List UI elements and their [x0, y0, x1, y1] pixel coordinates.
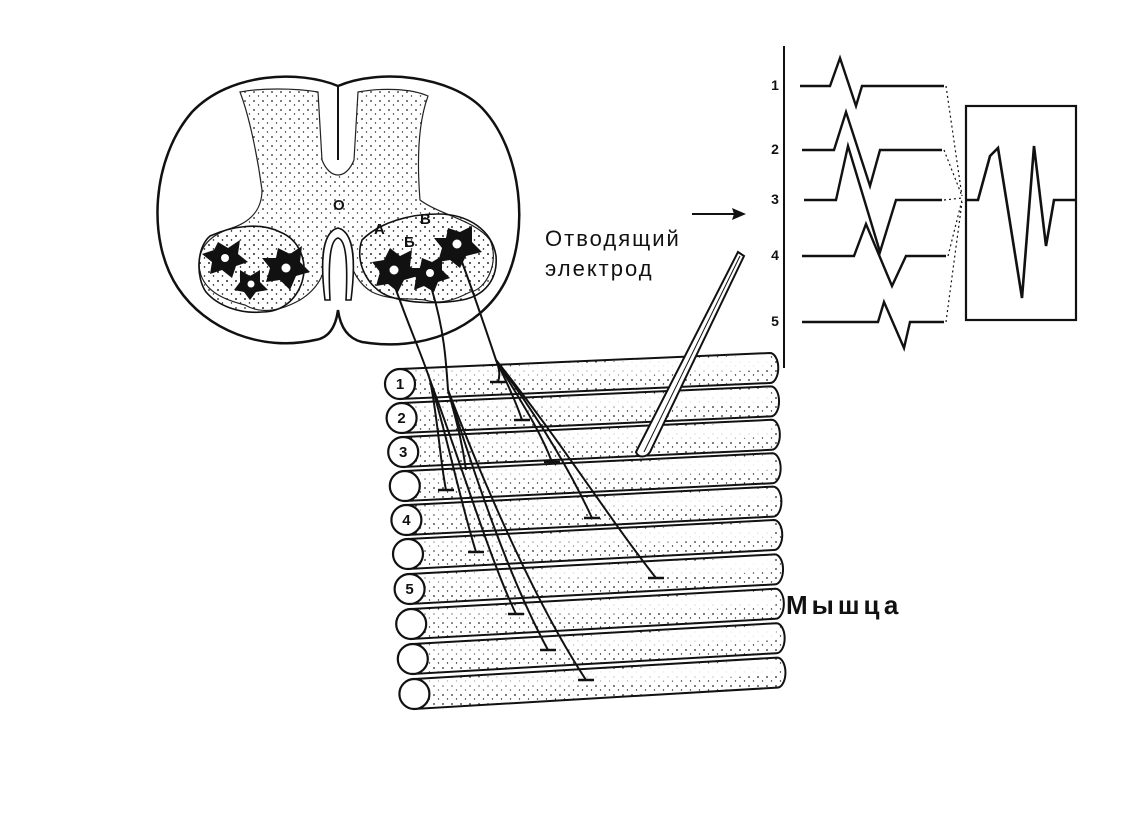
- trace-4: [802, 220, 946, 289]
- muscle-fiber-bundle: 5 4 3 2 1: [383, 351, 787, 711]
- fiber-end: [390, 503, 423, 537]
- motor-neuron-v: [434, 226, 482, 268]
- motor-neuron-left-1: [202, 240, 248, 278]
- axon-b-branch-2: [447, 389, 549, 651]
- motor-neuron-left-3: [262, 246, 310, 290]
- muscle-fiber: 2: [385, 385, 781, 435]
- end-plates: [438, 380, 664, 682]
- fiber-label: 4: [402, 512, 411, 529]
- trace-label-5: 5: [771, 313, 779, 329]
- axon-v: [461, 261, 497, 361]
- muscle-fiber: [396, 622, 786, 676]
- trace-3: [804, 141, 942, 257]
- motor-axons: [393, 261, 657, 681]
- neuron-label-b: Б: [404, 234, 415, 251]
- axon-a: [393, 283, 431, 381]
- electrode-label-line1: Отводящий: [545, 226, 681, 251]
- fiber-end: [398, 677, 431, 711]
- motor-neuron-b: [410, 256, 450, 292]
- central-canal: [321, 227, 355, 301]
- recording-electrode: Отводящий электрод: [545, 208, 746, 458]
- axon-a-branch-1: [429, 379, 447, 491]
- trace-panel: 1 2 3 4 5: [771, 46, 1078, 368]
- fiber-label: 5: [405, 581, 413, 598]
- arrow-icon: [692, 208, 746, 220]
- spinal-cord-section: О А Б В: [156, 75, 521, 346]
- fiber-label: 3: [399, 444, 407, 461]
- trace-1: [800, 54, 944, 110]
- axon-b: [431, 289, 449, 391]
- summed-potential-trace: [966, 145, 1076, 299]
- fiber-end: [395, 607, 428, 641]
- muscle-fiber: [388, 452, 782, 503]
- fiber-end: [388, 469, 421, 503]
- summation-connectors: [943, 85, 963, 323]
- canal-label: О: [333, 197, 345, 214]
- trace-label-1: 1: [771, 77, 779, 93]
- axon-v-branch-5: [495, 359, 657, 579]
- trace-5: [802, 298, 944, 352]
- fiber-end: [387, 435, 420, 469]
- muscle-label: Мышца: [786, 590, 902, 620]
- trace-label-2: 2: [771, 141, 779, 157]
- fiber-end: [391, 537, 425, 571]
- trace-2: [802, 108, 942, 191]
- fiber-label: 1: [396, 376, 404, 393]
- trace-label-3: 3: [771, 191, 779, 207]
- muscle-fiber: [395, 587, 785, 641]
- fiber-end: [385, 401, 418, 435]
- axon-v-branch-4: [495, 359, 593, 519]
- neuron-label-v: В: [420, 211, 431, 228]
- muscle-fiber: [391, 518, 784, 571]
- motor-neuron-left-2: [234, 270, 268, 300]
- axon-v-branch-3: [495, 359, 553, 463]
- muscle-fiber: [398, 656, 787, 711]
- fiber-end: [393, 572, 426, 606]
- fiber-end: [383, 367, 417, 401]
- axon-a-branch-3: [429, 379, 517, 615]
- muscle-fiber: 3: [387, 418, 781, 469]
- axon-b-branch-3: [447, 389, 587, 681]
- muscle-fiber: 5: [393, 553, 785, 606]
- electrode-label-line2: электрод: [545, 256, 654, 281]
- axon-a-branch-2: [429, 379, 477, 553]
- trace-label-4: 4: [771, 247, 779, 263]
- motor-neuron-a: [372, 248, 418, 292]
- neuron-label-a: А: [374, 221, 385, 238]
- fiber-label: 2: [397, 410, 405, 427]
- fiber-end: [396, 642, 429, 676]
